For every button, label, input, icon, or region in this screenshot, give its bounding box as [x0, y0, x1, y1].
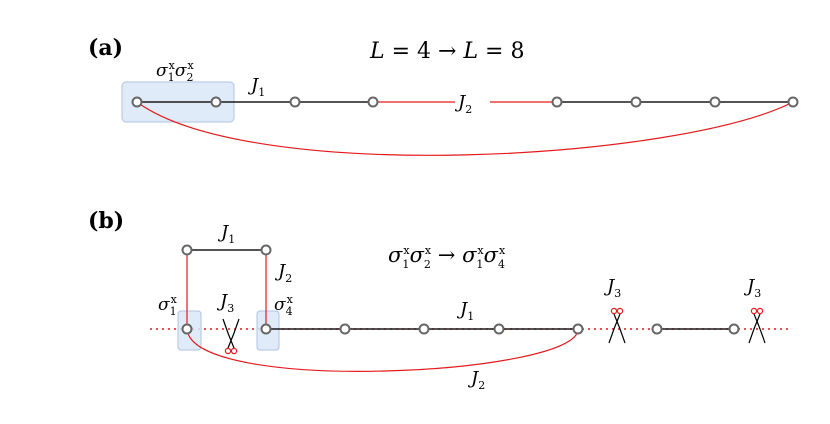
- j1-label-chain: J1: [456, 299, 474, 323]
- site-node: [551, 96, 563, 108]
- site-node: [181, 323, 193, 335]
- panel-b-heading: σ1xσ2x → σ1xσ4x: [388, 243, 506, 271]
- j3-label-right: J3: [743, 276, 761, 300]
- scissors-icon: [222, 318, 240, 355]
- site-4-label: σ4x: [274, 293, 294, 318]
- panel-b-tag: (b): [88, 208, 124, 234]
- site-node: [260, 323, 272, 335]
- scissors-icon: [748, 307, 766, 344]
- j2-label-side: J2: [274, 261, 292, 285]
- chain-sites-b: [181, 244, 740, 335]
- site-node: [339, 323, 351, 335]
- chain-sites-a: [131, 96, 799, 108]
- site-node: [572, 323, 584, 335]
- site-node: [181, 244, 193, 256]
- site-node: [709, 96, 721, 108]
- panel-b: (b) σ1xσ2x → σ1xσ4x J1 J2 σ1x σ4x J3 J1 …: [88, 208, 790, 392]
- site-node: [493, 323, 505, 335]
- site-node: [787, 96, 799, 108]
- panel-a-tag: (a): [88, 35, 123, 61]
- j2-label-bottom: J2: [467, 368, 485, 392]
- panel-a-heading: L = 4 → L = 8: [369, 39, 524, 64]
- site-node: [210, 96, 222, 108]
- j1-label-top: J1: [217, 222, 235, 246]
- site-node: [630, 96, 642, 108]
- panel-a: (a) L = 4 → L = 8 σ1xσ2x J1 J2: [88, 35, 799, 156]
- site-node: [651, 323, 663, 335]
- j3-label-mid: J3: [603, 276, 621, 300]
- site-node: [367, 96, 379, 108]
- site-node: [728, 323, 740, 335]
- site-node: [418, 323, 430, 335]
- scissors-icon: [608, 307, 626, 344]
- site-node: [289, 96, 301, 108]
- periodic-bond-arc: [136, 101, 794, 156]
- j3-label-cut: J3: [216, 291, 234, 315]
- site-node: [260, 244, 272, 256]
- j2-label-a: J2: [454, 92, 472, 116]
- box-label: σ1xσ2x: [156, 59, 194, 84]
- site-node: [131, 96, 143, 108]
- site-1-label: σ1x: [158, 293, 178, 318]
- j1-label-a: J1: [247, 75, 265, 99]
- j2-arc: [186, 328, 579, 372]
